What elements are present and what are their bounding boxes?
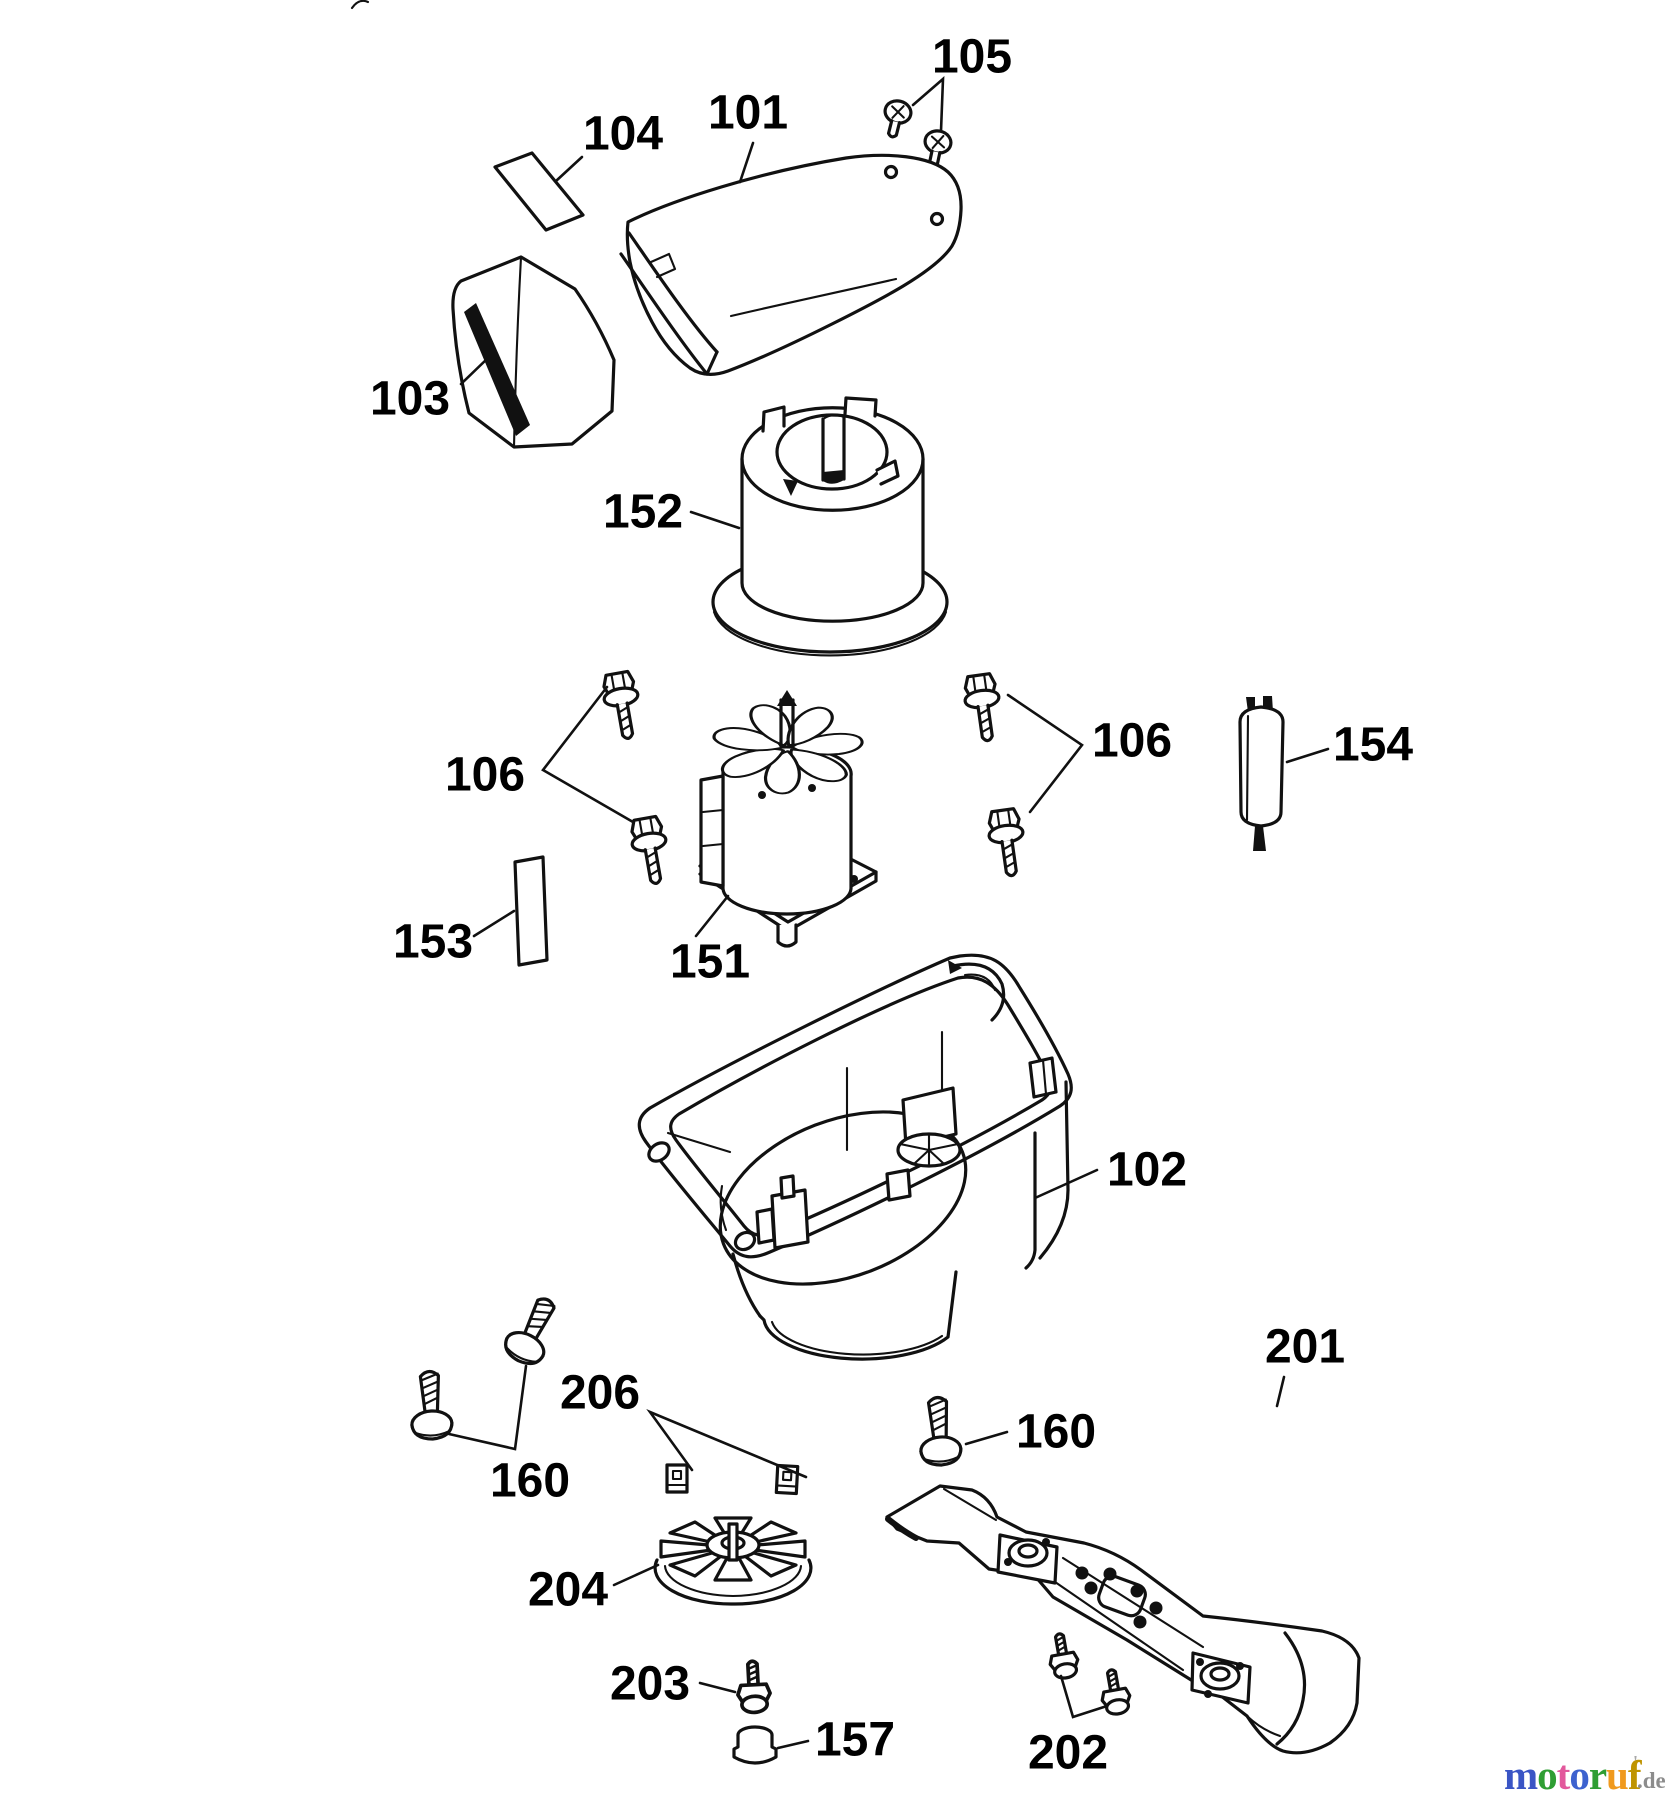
part-152-cap xyxy=(711,396,949,657)
bolt-203 xyxy=(734,1658,773,1716)
watermark-wordmark: motoruf xyxy=(1504,1752,1643,1798)
leader-160-right xyxy=(964,1430,1009,1446)
part-label-152: 152 xyxy=(603,486,683,539)
part-153-strip xyxy=(513,855,549,967)
part-102-housing xyxy=(637,953,1073,1361)
part-label-202: 202 xyxy=(1028,1727,1108,1780)
part-label-204: 204 xyxy=(528,1564,608,1617)
watermark-tick: ' xyxy=(1633,1752,1638,1772)
leader-104 xyxy=(554,155,584,183)
leader-106-left xyxy=(541,685,635,824)
part-204-impeller xyxy=(653,1516,813,1606)
leader-105 xyxy=(911,76,945,133)
part-label-157: 157 xyxy=(815,1714,895,1767)
leader-152 xyxy=(689,510,741,530)
leader-151 xyxy=(694,894,730,938)
part-label-160-right: 160 xyxy=(1016,1406,1096,1459)
clip-206-a xyxy=(665,1463,689,1494)
screw-160-right xyxy=(915,1394,964,1468)
bolt-106-right-top xyxy=(960,671,1007,745)
part-label-206: 206 xyxy=(560,1367,640,1420)
leader-103 xyxy=(459,355,491,386)
part-label-201: 201 xyxy=(1265,1321,1345,1374)
watermark-domain-suffix: .de xyxy=(1637,1768,1665,1793)
leader-206 xyxy=(646,1409,808,1479)
part-201-blade xyxy=(885,1484,1361,1755)
part-label-203: 203 xyxy=(610,1658,690,1711)
page-edge-artifact xyxy=(350,0,370,10)
part-label-102: 102 xyxy=(1107,1144,1187,1197)
bolt-106-left-bottom xyxy=(626,813,675,888)
leader-157 xyxy=(776,1739,810,1750)
part-label-106-left: 106 xyxy=(445,749,525,802)
leader-160-left xyxy=(447,1364,528,1451)
part-label-151: 151 xyxy=(670,936,750,989)
part-104-sticker xyxy=(493,151,585,232)
screw-160-left-a xyxy=(407,1368,455,1442)
part-101-cover xyxy=(619,153,963,376)
part-label-105: 105 xyxy=(932,31,1012,84)
part-label-101: 101 xyxy=(708,87,788,140)
part-label-153: 153 xyxy=(393,916,473,969)
leader-102 xyxy=(1033,1168,1099,1200)
bolt-106-left-top xyxy=(598,668,647,743)
screw-160-left-b xyxy=(498,1289,568,1372)
leader-201 xyxy=(1275,1375,1286,1408)
part-154-capacitor xyxy=(1238,696,1285,851)
screw-105-a xyxy=(877,96,915,142)
leader-202 xyxy=(1059,1674,1109,1719)
leader-204 xyxy=(612,1563,660,1587)
part-label-106-right: 106 xyxy=(1092,715,1172,768)
leader-101 xyxy=(738,141,755,184)
part-103-flap xyxy=(451,255,616,449)
part-label-104: 104 xyxy=(583,108,663,161)
leader-203 xyxy=(698,1681,737,1694)
bolt-106-right-bottom xyxy=(984,806,1031,880)
leader-153 xyxy=(472,909,516,938)
part-label-154: 154 xyxy=(1333,719,1413,772)
part-label-103: 103 xyxy=(370,373,450,426)
bolt-202-b xyxy=(1095,1665,1135,1718)
part-label-160-left: 160 xyxy=(490,1455,570,1508)
part-151-motor xyxy=(698,690,878,948)
watermark-logo: motoruf ' .de xyxy=(1504,1752,1665,1798)
leader-154 xyxy=(1285,747,1330,764)
leader-106-right xyxy=(1006,693,1084,814)
part-157-bushing xyxy=(732,1725,778,1765)
bolt-202-a xyxy=(1043,1629,1083,1682)
